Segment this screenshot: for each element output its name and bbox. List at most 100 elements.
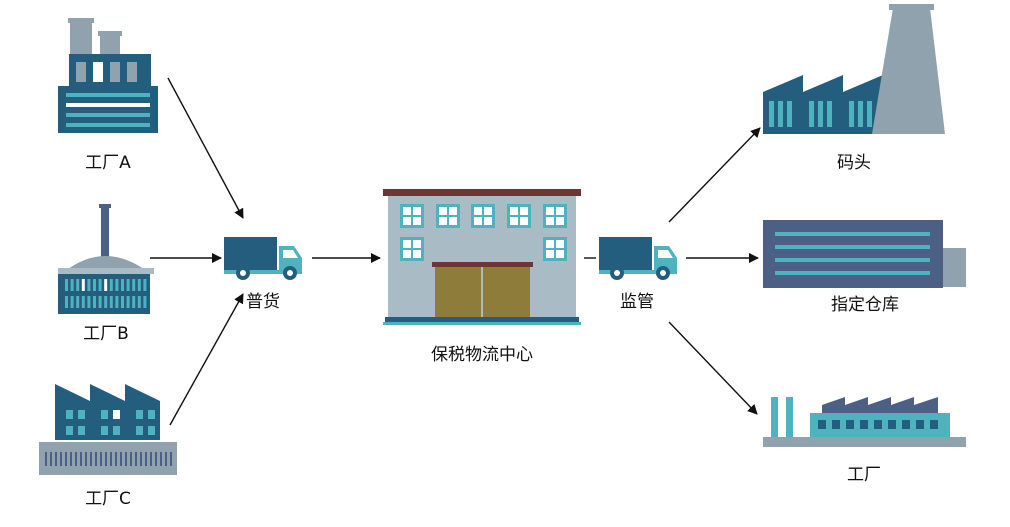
factory-c-grille [45,452,172,466]
window-pane [403,240,411,248]
window-pane [556,240,564,248]
window-slit [65,279,68,291]
factory-b-label: 工厂B [83,324,129,344]
window-pane [484,217,492,225]
bonded-center-label: 保税物流中心 [431,345,533,365]
grille-slit [110,452,112,466]
window-slit [126,279,130,291]
dock-label: 码头 [837,153,871,173]
window-pane [474,207,482,215]
window-pane [474,217,482,225]
window-pane [546,207,554,215]
window-slit [81,296,85,308]
factory-b-windows [65,279,147,308]
factory-window [902,420,910,429]
arrow-icon [668,127,761,223]
window-slit [132,279,136,291]
window-pane [510,207,518,215]
window-pane [556,207,564,215]
truck-icon [599,237,677,280]
grille-slit [60,452,62,466]
window-pane [449,207,457,215]
factory-window [874,420,882,429]
window-slit [143,296,147,308]
window-slit [93,296,96,308]
dock-icon [763,4,945,134]
factory-c-label: 工厂C [85,489,131,509]
arrow-icon [167,77,244,219]
window-pane [403,207,411,215]
factory-window [832,420,840,429]
window-pane [413,207,421,215]
window-pane [546,240,554,248]
window-slit [137,279,141,291]
window-pane [510,217,518,225]
window-slit [98,296,102,308]
window-slit [81,279,85,291]
window-pane [556,217,564,225]
window-pane [413,240,421,248]
grille-slit [165,452,167,466]
window-pane [546,250,554,258]
grille-slit [155,452,157,466]
grille-slit [105,452,107,466]
grille-slit [80,452,82,466]
window-slit [98,279,102,291]
grille-slit [95,452,97,466]
window-slit [126,296,130,308]
designated-warehouse-icon [763,220,966,288]
grille-slit [150,452,152,466]
window-slit [115,279,119,291]
factory-a-icon [58,18,158,133]
factory-window [846,420,854,429]
grille-slit [75,452,77,466]
grille-slit [115,452,117,466]
grille-slit [85,452,87,466]
window-pane [484,207,492,215]
grille-slit [70,452,72,466]
designated-warehouse-label: 指定仓库 [831,295,899,315]
grille-slit [55,452,57,466]
window-pane [439,217,447,225]
arrow-icon [668,321,758,415]
window-slit [121,296,124,308]
grille-slit [65,452,67,466]
grille-slit [130,452,132,466]
window-slit [137,296,141,308]
window-pane [449,217,457,225]
flow-arrows [150,77,761,426]
grille-slit [170,452,172,466]
factory-window [888,420,896,429]
window-slit [93,279,96,291]
window-slit [121,279,124,291]
window-slit [104,279,108,291]
window-slit [104,296,108,308]
grille-slit [45,452,47,466]
grille-slit [160,452,162,466]
grille-slit [125,452,127,466]
grille-slit [100,452,102,466]
grille-slit [145,452,147,466]
window-slit [76,279,80,291]
window-slit [87,296,91,308]
window-slit [132,296,136,308]
factory-window [818,420,826,429]
window-pane [556,250,564,258]
destination-factory-label: 工厂 [847,465,881,485]
window-pane [439,207,447,215]
grille-slit [120,452,122,466]
factory-window [930,420,938,429]
destination-factory-windows [818,420,938,429]
factory-window [916,420,924,429]
window-pane [403,217,411,225]
window-slit [109,296,113,308]
window-pane [403,250,411,258]
window-pane [413,250,421,258]
window-slit [76,296,80,308]
window-slit [87,279,91,291]
truck-icon [224,237,302,280]
arrow-icon [169,293,244,426]
window-slit [65,296,68,308]
window-slit [70,296,74,308]
building-windows [400,204,567,261]
